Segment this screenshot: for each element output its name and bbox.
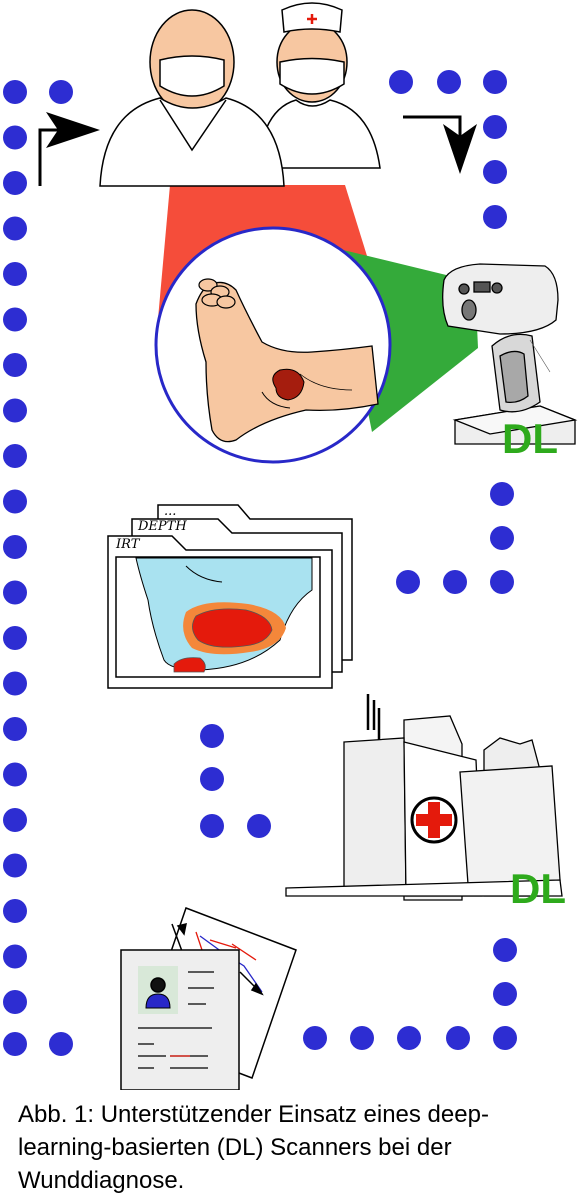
path-dot — [3, 808, 27, 832]
path-dot — [389, 70, 413, 94]
path-dot — [49, 1032, 73, 1056]
doctor-and-nurse-icon — [99, 2, 381, 187]
caption-line-2: learning-basierten (DL) Scanners bei der — [18, 1134, 452, 1161]
path-dot — [3, 262, 27, 286]
path-dot — [483, 70, 507, 94]
path-dot — [3, 990, 27, 1014]
path-dot — [3, 125, 27, 150]
path-dot — [3, 353, 27, 377]
path-dot — [3, 171, 27, 195]
path-dot — [3, 944, 27, 969]
path-dot — [490, 526, 514, 550]
path-dot — [3, 717, 27, 741]
folder-tab-irt: IRT — [115, 537, 141, 552]
path-dot — [303, 1026, 327, 1050]
hospital-icon — [285, 694, 563, 901]
path-dot — [3, 580, 27, 605]
path-dot — [350, 1026, 374, 1050]
dl-hospital-label: DL — [510, 865, 566, 912]
path-dot — [493, 938, 517, 962]
path-dot — [3, 762, 27, 787]
dotted-flow-path — [3, 70, 517, 1056]
path-dot — [200, 767, 224, 791]
wound-diagnosis-diagram: DL ... DEPTH IRT DL — [3, 2, 578, 1090]
path-dot — [3, 489, 27, 514]
path-dot — [493, 1026, 517, 1050]
path-dot — [200, 814, 224, 838]
path-dot — [3, 626, 27, 650]
thermal-image-folders-icon — [107, 504, 353, 689]
folder-tab-depth: DEPTH — [137, 519, 187, 534]
path-dot — [493, 982, 517, 1006]
arrow-right-head-icon — [46, 112, 100, 148]
path-dot — [483, 160, 507, 184]
path-dot — [483, 205, 507, 229]
path-dot — [490, 482, 514, 506]
foot-wound-magnifier — [154, 226, 392, 464]
path-dot — [3, 216, 27, 241]
figure-caption: Abb. 1: Unterstützender Einsatz eines de… — [18, 1098, 563, 1197]
path-dot — [3, 80, 27, 104]
path-dot — [3, 671, 27, 696]
path-dot — [446, 1026, 470, 1050]
caption-line-1: Abb. 1: Unterstützender Einsatz eines de… — [18, 1101, 489, 1128]
caption-line-3: Wunddiagnose. — [18, 1167, 185, 1194]
arrow-down-head-icon — [443, 124, 477, 174]
path-dot — [247, 814, 271, 838]
path-dot — [397, 1026, 421, 1050]
path-dot — [3, 853, 27, 878]
arrow-up-right-icon — [38, 128, 62, 186]
path-dot — [3, 899, 27, 923]
arrow-right-down-icon — [403, 115, 462, 140]
dl-scanner-label: DL — [502, 415, 558, 462]
path-dot — [49, 80, 73, 104]
path-dot — [3, 1032, 27, 1056]
path-dot — [490, 570, 514, 594]
path-dot — [437, 70, 461, 94]
path-dot — [200, 724, 224, 748]
patient-report-documents-icon — [120, 907, 297, 1090]
path-dot — [396, 570, 420, 594]
path-dot — [3, 307, 27, 332]
path-dot — [3, 535, 27, 559]
folder-tab-dots: ... — [164, 504, 176, 519]
path-dot — [483, 115, 507, 139]
path-dot — [3, 398, 27, 423]
path-dot — [3, 444, 27, 468]
wound-scanner-icon — [442, 263, 578, 445]
path-dot — [443, 570, 467, 594]
